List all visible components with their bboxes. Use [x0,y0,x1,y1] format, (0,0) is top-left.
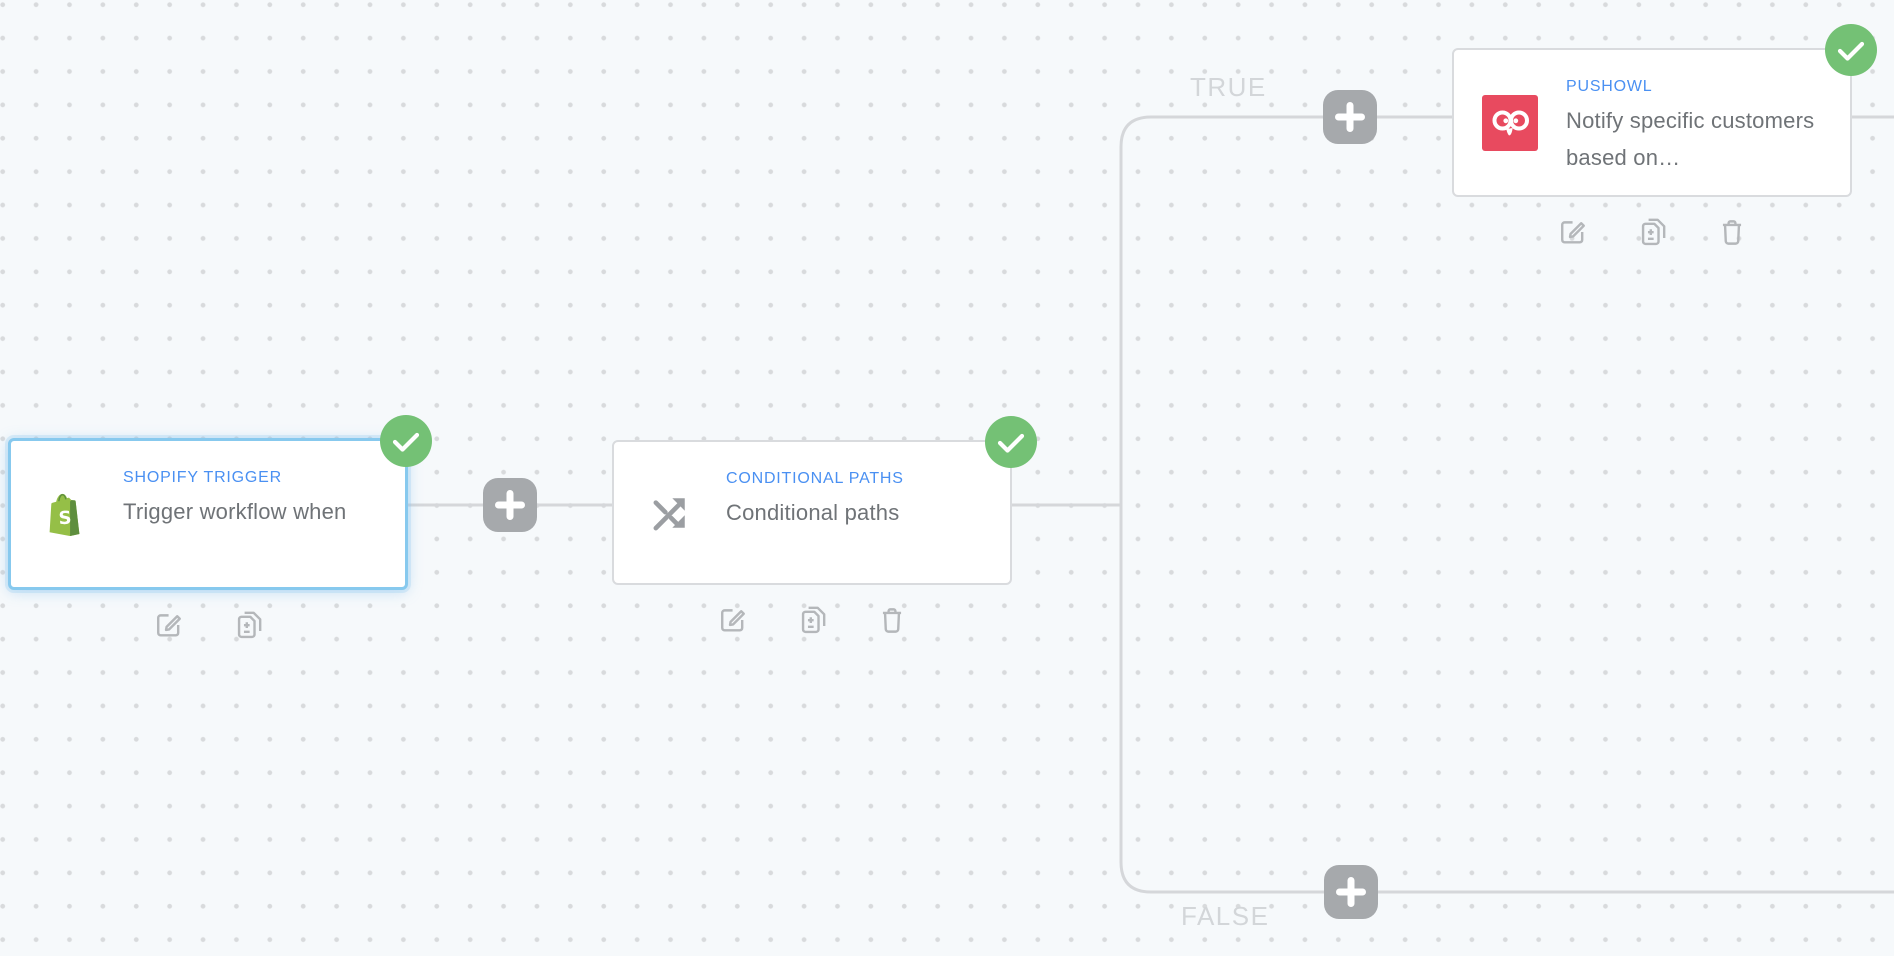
svg-text:S: S [58,508,72,530]
shuffle-arrows-icon [653,497,685,530]
duplicate-button[interactable] [231,608,265,642]
delete-icon [1722,220,1742,245]
edit-icon [157,614,181,637]
duplicate-button[interactable] [1635,215,1669,249]
duplicate-icon [237,611,262,639]
node-text-column: PUSHOWL Notify specific customers based … [1566,50,1850,195]
plus-icon [1335,102,1365,132]
workflow-node-conditional-paths: CONDITIONAL PATHS Conditional paths [612,416,1037,637]
node-text-column: SHOPIFY TRIGGER Trigger workflow when [123,441,405,587]
node-title: Conditional paths [726,500,900,525]
edit-icon [721,609,745,632]
shopify-bag-icon: S [49,493,80,536]
node-app-label: CONDITIONAL PATHS [726,470,904,487]
plus-icon [495,490,525,520]
node-card-shopify-trigger[interactable]: S SHOPIFY TRIGGER Trigger workflow when [8,415,432,590]
edit-icon [1561,221,1585,244]
delete-icon [882,608,902,633]
plus-icon [1336,877,1366,907]
node-title: Trigger workflow when [123,499,347,524]
duplicate-button[interactable] [795,603,829,637]
duplicate-icon [1641,218,1666,246]
pushowl-owl-icon [1482,94,1538,151]
workflow-node-shopify-trigger: S SHOPIFY TRIGGER Trigger workflow when [8,415,432,642]
branch-label-false: FALSE [1181,901,1270,931]
add-step-button-false-branch[interactable] [1324,865,1378,919]
node-text-column: CONDITIONAL PATHS Conditional paths [726,442,1010,583]
branch-label-true: TRUE [1190,72,1267,102]
node-app-label: PUSHOWL [1566,78,1653,95]
delete-button[interactable] [1715,215,1749,249]
edit-button[interactable] [151,608,185,642]
node-app-label: SHOPIFY TRIGGER [123,469,282,486]
node-action-bar [1555,215,1749,249]
node-icon-column [614,442,726,583]
node-icon-column: S [11,441,123,587]
edit-button[interactable] [1555,215,1589,249]
connector-branch-trunk [1119,115,1894,894]
node-action-bar [151,608,265,642]
add-step-button-between-trigger-and-condition[interactable] [483,478,537,532]
node-title: Notify specific customers based on… [1566,108,1815,170]
node-card-pushowl[interactable]: PUSHOWL Notify specific customers based … [1452,24,1877,197]
edit-button[interactable] [715,603,749,637]
node-action-bar [715,603,909,637]
add-step-button-true-branch[interactable] [1323,90,1377,144]
node-icon-column [1454,50,1566,195]
delete-button[interactable] [875,603,909,637]
duplicate-icon [801,606,826,634]
workflow-node-pushowl: PUSHOWL Notify specific customers based … [1452,24,1877,249]
node-card-conditional-paths[interactable]: CONDITIONAL PATHS Conditional paths [612,416,1037,585]
